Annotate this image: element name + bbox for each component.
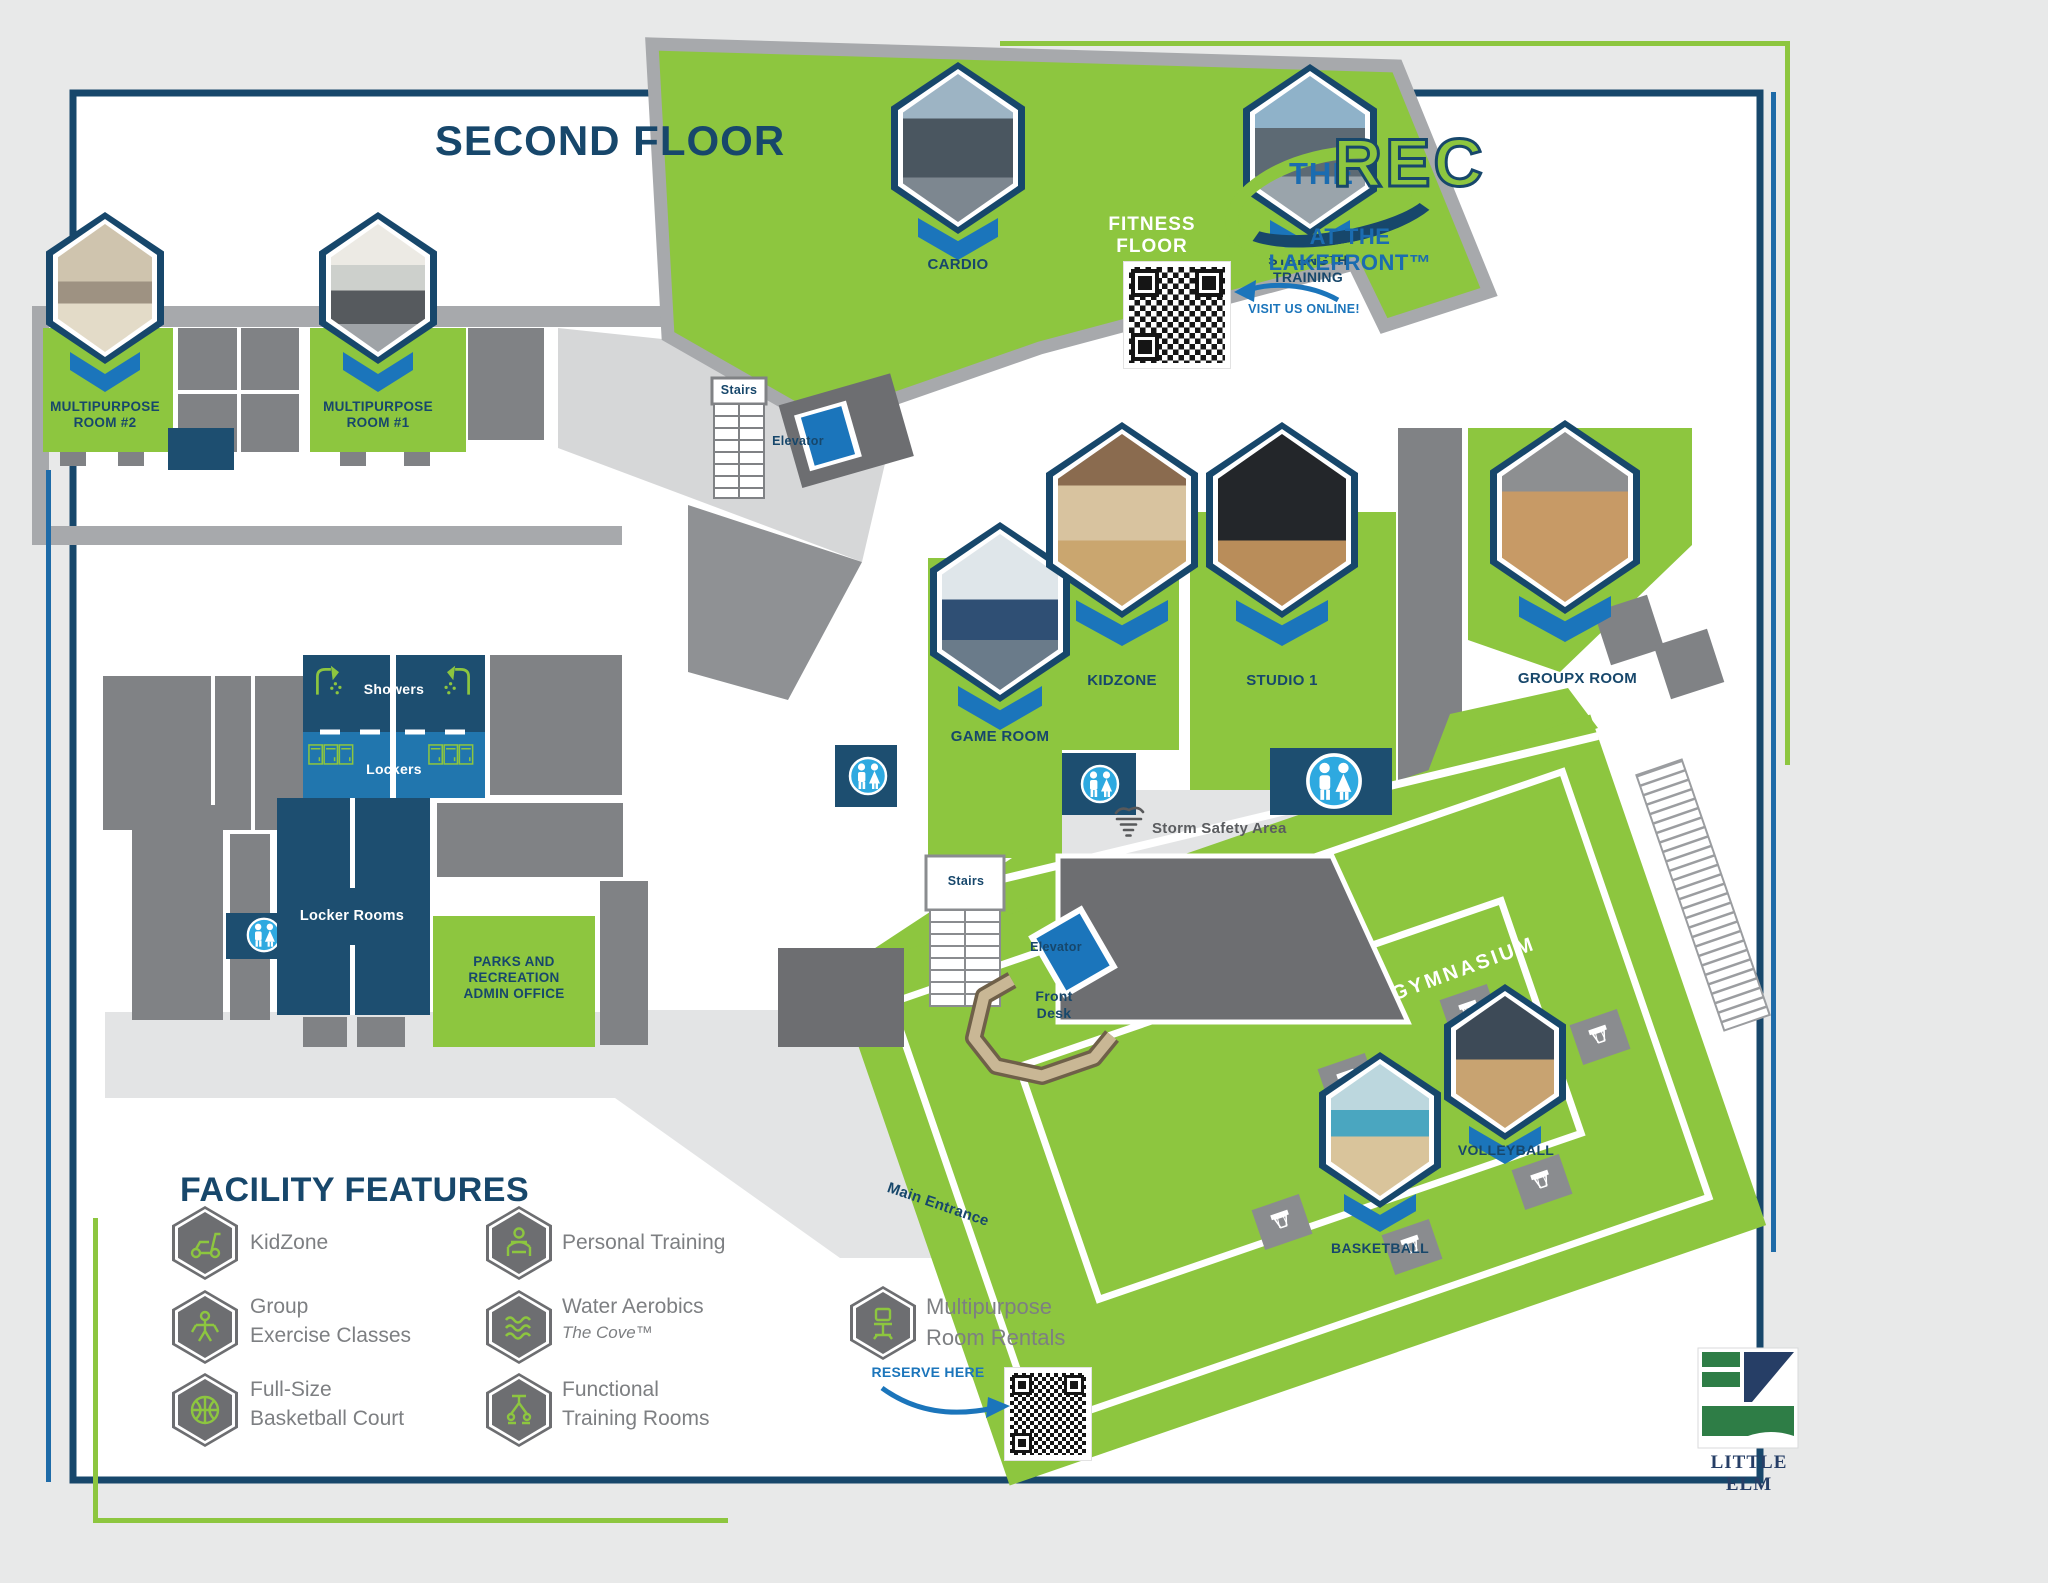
label-game-room: GAME ROOM [950, 728, 1050, 745]
gym-neck [834, 688, 1598, 975]
label-cardio: CARDIO [927, 256, 989, 273]
stairs-main-box [924, 854, 1006, 912]
label-basketball: BASKETBALL [1331, 1240, 1429, 1256]
label-showers: Showers [363, 681, 425, 697]
room-gray [103, 676, 211, 830]
room-inset-gray-2 [468, 328, 544, 440]
label-stairs-upper: Stairs [720, 383, 758, 397]
deco-blue-left-line [46, 470, 51, 1482]
inset-restroom [168, 428, 234, 470]
studio1-photo-hexagon [1206, 422, 1358, 618]
label-lockers: Lockers [366, 761, 422, 777]
rec-logo: THE REC AT THE LAKEFRONT™ [1213, 122, 1486, 280]
room-gray [215, 676, 251, 830]
reserve-qr-code [1004, 1367, 1092, 1461]
label-storm-safety: Storm Safety Area [1152, 820, 1287, 837]
room-admin-office [433, 916, 595, 1047]
room-gray [600, 881, 648, 1045]
label-locker-rooms: Locker Rooms [299, 908, 405, 924]
little-elm-logo [1697, 1347, 1799, 1449]
restroom-icon [246, 917, 282, 953]
legend-title: FACILITY FEATURES [180, 1171, 530, 1209]
label-elevator-main: Elevator [1030, 940, 1082, 954]
page-title: SECOND FLOOR [434, 117, 786, 164]
wall-slab [778, 948, 904, 1047]
room-gray [437, 803, 623, 877]
elevator-main-block [1028, 905, 1118, 999]
label-groupx: GROUPX ROOM [1517, 670, 1638, 687]
volleyball-photo-hexagon [1444, 984, 1566, 1140]
logo-rec: REC [1332, 124, 1486, 203]
inset-frame-bottom [32, 526, 622, 545]
deco-green-bottomleft-v [93, 1218, 98, 1523]
little-elm-wordmark: LITTLE ELM [1710, 1452, 1788, 1496]
room-gray [132, 805, 223, 1020]
multipurpose1-photo-hexagon [319, 212, 437, 364]
deco-blue-right-line [1771, 92, 1776, 1252]
legend-item-kidzone: KidZone [250, 1231, 329, 1254]
label-reserve-here: RESERVE HERE [871, 1364, 985, 1380]
restroom-icon [1306, 753, 1362, 809]
restroom-icon [1080, 764, 1120, 804]
label-volleyball: VOLLEYBALL [1457, 1142, 1555, 1158]
label-kidzone: KIDZONE [1087, 672, 1157, 689]
deco-green-bottomleft-h [93, 1518, 728, 1523]
stairs-upper-box [710, 376, 768, 406]
kidzone-photo-hexagon [1046, 422, 1198, 618]
logo-the: THE [1289, 156, 1354, 191]
basketball-photo-hexagon [1319, 1052, 1441, 1208]
multipurpose2-photo-hexagon [46, 212, 164, 364]
elevator-upper-block [778, 373, 914, 489]
deco-green-top-line [1000, 41, 1790, 46]
restroom-icon [848, 756, 888, 796]
label-stairs-main: Stairs [947, 874, 985, 888]
cardio-photo-hexagon [891, 62, 1025, 234]
logo-tagline: AT THE LAKEFRONT™ [1268, 224, 1432, 275]
label-elevator-upper: Elevator [772, 434, 824, 448]
bleachers [1635, 758, 1771, 1032]
label-studio1: STUDIO 1 [1246, 672, 1318, 689]
groupx-photo-hexagon [1490, 420, 1640, 614]
label-visit-online: VISIT US ONLINE! [1248, 302, 1360, 316]
room-gray [490, 655, 622, 795]
strength-photo-hexagon [1243, 64, 1377, 236]
visit-online-qr-code [1123, 261, 1231, 369]
legend-item-personal-training: Personal Training [562, 1231, 726, 1254]
connector-wedge-dark [688, 505, 862, 700]
deco-green-right-line [1785, 41, 1790, 765]
